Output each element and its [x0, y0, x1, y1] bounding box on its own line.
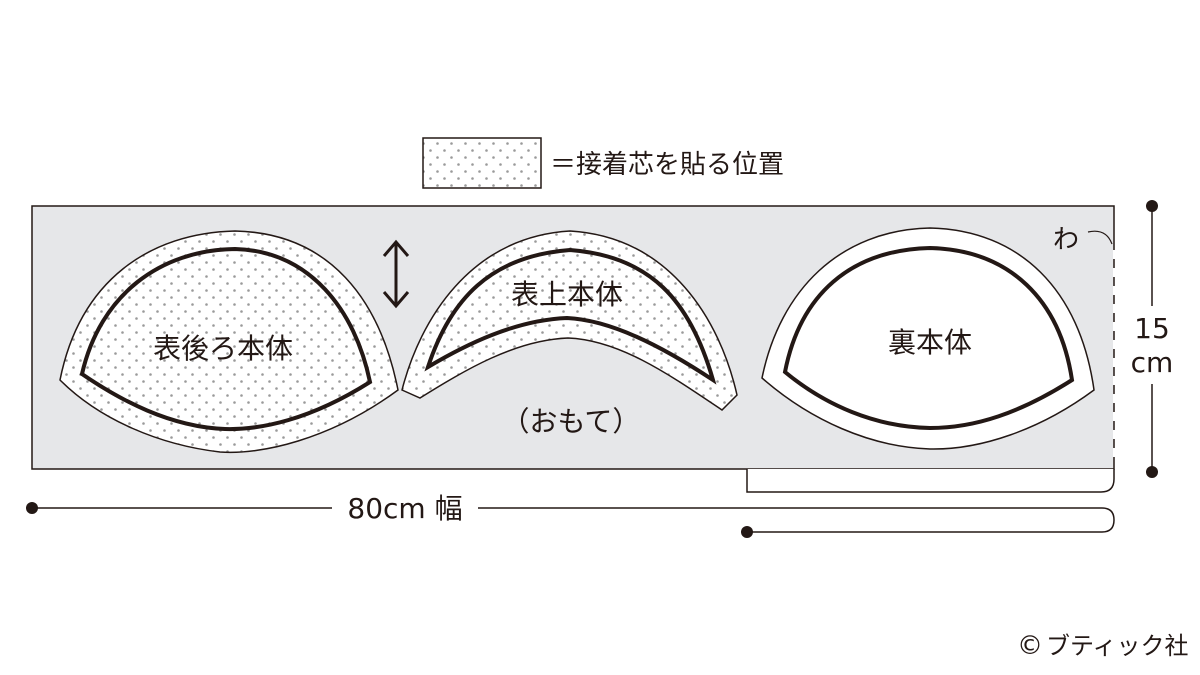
- fold-label: わ: [1053, 225, 1079, 255]
- width-end-dot: [741, 526, 753, 538]
- top-outer-piece-seam: [401, 230, 738, 411]
- lining-piece-label: 裏本体: [888, 326, 972, 359]
- fold-curve-icon: [1087, 230, 1113, 245]
- back-outer-piece-outline: [79, 246, 373, 432]
- interfacing-legend-swatch: [422, 137, 542, 189]
- top-outer-piece-outline: [424, 247, 717, 385]
- width-start-dot: [26, 502, 38, 514]
- height-dimension-unit: cm: [1131, 346, 1174, 379]
- fabric-fold-edge: [746, 469, 1115, 493]
- width-dimension-line: [32, 507, 1115, 533]
- copyright-text: ブティック社: [1046, 632, 1189, 660]
- back-outer-piece-seam: [59, 230, 399, 454]
- top-outer-piece-label: 表上本体: [511, 278, 623, 311]
- width-dimension-label: 80cm 幅: [347, 492, 462, 525]
- lining-piece-seam: [761, 227, 1095, 450]
- legend-text: ＝接着芯を貼る位置: [550, 150, 784, 180]
- grain-line-arrow-icon: [382, 239, 410, 309]
- back-outer-piece-label: 表後ろ本体: [153, 332, 293, 365]
- face-side-label: （おもて）: [502, 405, 641, 438]
- height-dimension-value: 15: [1134, 312, 1170, 345]
- height-dimension-line: [1146, 200, 1158, 478]
- copyright-icon: ©: [1017, 631, 1043, 661]
- lining-piece-outline: [782, 245, 1075, 431]
